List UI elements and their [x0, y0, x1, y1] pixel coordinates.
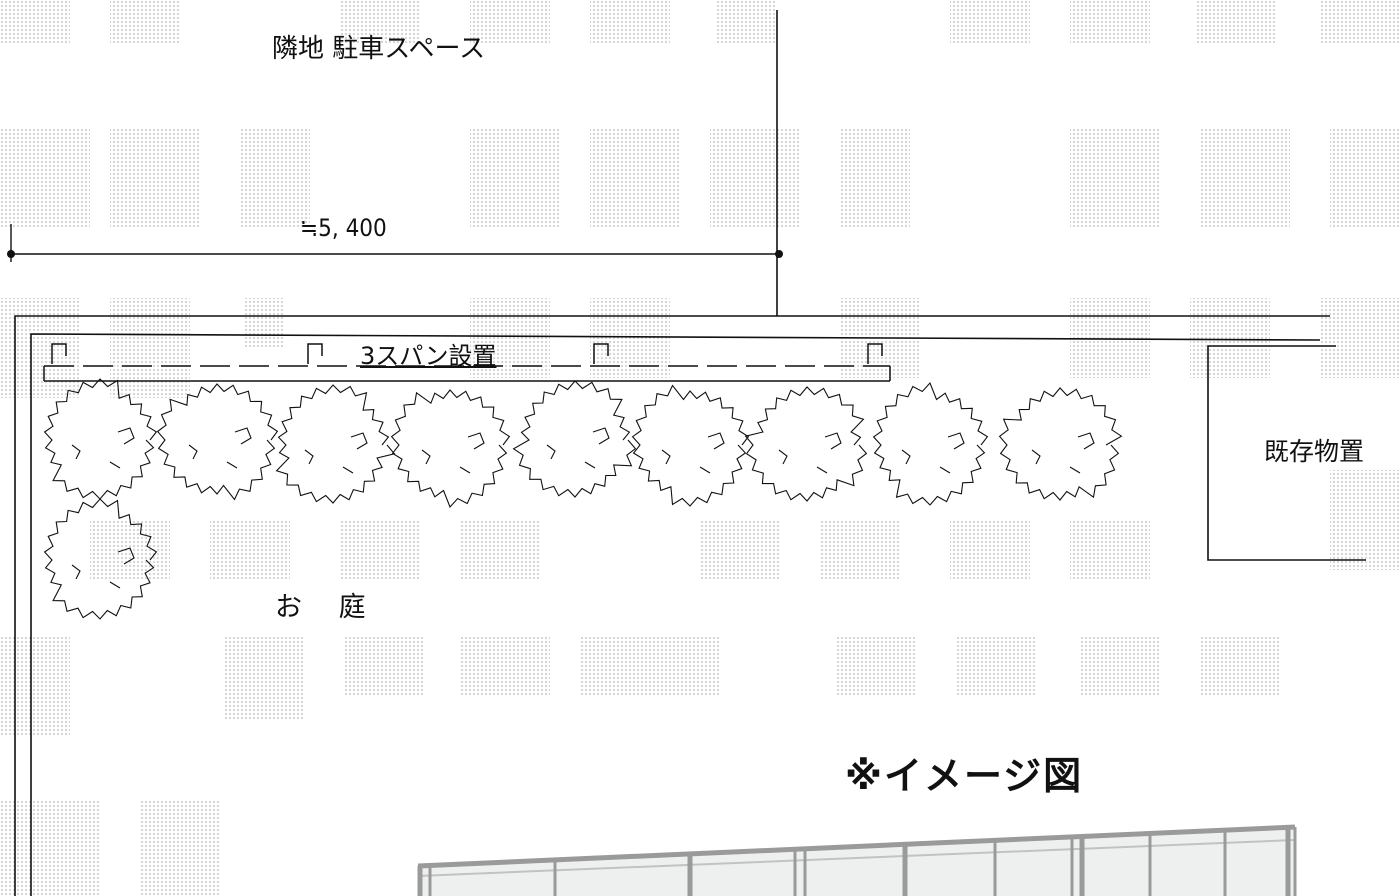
watermark-block — [1200, 128, 1290, 228]
fence-post-marker — [51, 343, 67, 364]
watermark-block — [1080, 635, 1160, 695]
shrub-5 — [512, 380, 637, 498]
watermark-block — [225, 635, 305, 720]
watermark-block — [0, 635, 70, 735]
fence-posts — [51, 343, 883, 364]
span-install-label: 3スパン設置 — [360, 342, 497, 370]
watermark-block — [1070, 0, 1150, 44]
watermark-block — [700, 520, 780, 580]
watermark-block — [710, 128, 800, 228]
shrub-6 — [631, 384, 750, 507]
watermark-block — [0, 800, 100, 896]
watermark-block — [340, 520, 420, 580]
dimension-line — [7, 224, 783, 262]
watermark-block — [820, 520, 900, 580]
watermark-block — [340, 0, 420, 44]
shrub-7 — [744, 386, 868, 502]
watermark-block — [460, 520, 540, 580]
watermark-block — [1200, 635, 1280, 695]
watermark-block — [210, 520, 290, 580]
watermark-block — [345, 635, 425, 695]
watermark-block — [580, 635, 660, 695]
watermark-block — [1195, 0, 1275, 44]
watermark-block — [1330, 470, 1400, 570]
fence-image — [417, 824, 1297, 896]
watermark-block — [0, 0, 70, 44]
dimension-label: ≒5, 400 — [300, 214, 387, 242]
watermark-block — [835, 635, 915, 695]
watermark-block — [110, 0, 180, 44]
watermark-block — [0, 298, 80, 398]
watermark-block — [245, 298, 285, 348]
watermark-block — [140, 800, 220, 896]
watermark-block — [950, 0, 1030, 44]
watermark-block — [660, 635, 720, 695]
property-boundary — [14, 315, 1330, 896]
fence-post-marker — [307, 343, 323, 364]
fence-plan — [43, 365, 891, 382]
watermark-block — [470, 0, 550, 44]
watermark-block — [955, 635, 1035, 695]
image-note-label: ※イメージ図 — [845, 754, 1084, 798]
watermark-block — [110, 128, 200, 228]
shrub-4 — [390, 389, 511, 509]
watermark-block — [90, 520, 170, 580]
watermark-block — [1190, 298, 1270, 378]
fence-post-marker — [867, 343, 883, 364]
watermark-block — [1070, 128, 1160, 228]
fence-post-marker — [593, 343, 609, 364]
existing-shed-label: 既存物置 — [1264, 437, 1365, 466]
shrub-8 — [872, 381, 989, 506]
watermark-block — [715, 0, 775, 44]
watermark-block — [1320, 298, 1400, 378]
watermark-block — [950, 520, 1030, 580]
existing-shed-outline — [1207, 345, 1366, 561]
watermark-block — [0, 128, 90, 228]
watermark-block — [110, 298, 190, 398]
garden-label: お 庭 — [275, 592, 380, 623]
watermark-block — [1070, 298, 1150, 378]
neighbor-parking-label: 隣地 駐車スペース — [272, 34, 486, 64]
watermark-block — [1330, 128, 1400, 228]
watermark-block — [590, 128, 680, 228]
watermark-block — [590, 298, 670, 378]
watermark-block — [470, 128, 560, 228]
watermark-block — [840, 128, 910, 228]
shrub-10 — [43, 498, 158, 620]
shrub-9 — [998, 387, 1123, 501]
shrub-2 — [156, 383, 279, 501]
watermark-block — [1070, 520, 1150, 580]
watermark-block — [590, 0, 670, 44]
watermark-block — [240, 128, 310, 228]
watermark-block — [1320, 0, 1400, 44]
shrub-1 — [43, 378, 158, 500]
shrubs-group — [43, 378, 1123, 620]
watermark-block — [470, 298, 550, 378]
shrub-3 — [275, 384, 396, 504]
watermark-block — [460, 635, 550, 695]
